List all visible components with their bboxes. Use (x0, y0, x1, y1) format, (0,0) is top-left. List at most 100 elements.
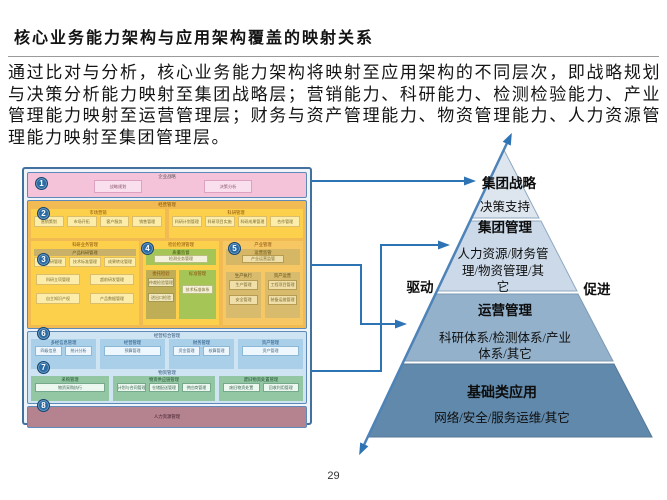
capability-box: 物资采购执行 (35, 383, 105, 392)
pyramid-tier2 (436, 220, 578, 292)
testing-column: 检验检测管理 质量监督 检测业务管理 委托检验 仲裁检验管理 进出口检验 标准管… (143, 241, 219, 325)
capability-box: 科研立项管理 (36, 274, 80, 285)
panel-title: 废旧物资处置管理 (243, 377, 279, 382)
connector-operations-arrow (311, 264, 407, 329)
subpanel-title: 资产运营 (273, 273, 292, 278)
box-row: 营销策划 市场开拓 客户服务 销售管理 (34, 216, 162, 227)
tier4-title: 基础类应用 (467, 384, 537, 401)
capability-box: 产品科研管理 (34, 257, 66, 267)
number-badge-2: 2 (37, 207, 50, 220)
capability-box: 进出口检验 (148, 293, 174, 302)
tier2-sub-line: 它 (497, 279, 510, 294)
box-row: 四级信息 统计分析 (35, 346, 92, 356)
number-badge-5: 5 (228, 242, 241, 255)
tier1-title: 集团战略 (481, 175, 536, 191)
title-divider (8, 56, 659, 57)
hr-band: 人力资源管理 (27, 406, 307, 428)
tier2-sub-line: 人力资源/财务管 (458, 246, 549, 261)
capability-box: 市场开拓 (66, 216, 97, 227)
column-title: 产业管理 (254, 242, 272, 247)
tier1-sub: 决策支持 (480, 199, 530, 214)
box-row: 废旧物资处置 回收利用管理 (223, 383, 299, 392)
strategy-band: 企业战略 战略规划 决策分析 (27, 172, 307, 198)
capability-box: 销售管理 (132, 216, 162, 227)
connector-group-mgmt-arrow (311, 240, 450, 372)
capability-box: 成果转化管理 (104, 257, 136, 267)
pyramid-tier1 (471, 148, 540, 219)
capability-box: 供应商管理 (181, 383, 211, 392)
capability-box: 技术标准管理 (69, 257, 101, 267)
capability-box: 四级信息 (35, 346, 62, 356)
panel-title: 经营管理 (123, 340, 142, 345)
industry-column: 产业管理 运营监管 产业运营监管 生产执行 生产管理 安全管理 资产运营 (223, 241, 303, 325)
number-badge-8: 8 (37, 399, 50, 412)
body-paragraph: 通过比对与分析，核心业务能力架构将映射至应用架构的不同层次，即战略规划与决策分析… (8, 63, 661, 147)
quality-subpanel: 质量监督 检测业务管理 (146, 249, 216, 265)
capability-box: 合作管理 (270, 216, 300, 227)
tier3-sub-line: 科研体系/检测体系/产业 (439, 330, 571, 345)
panel-title: 采购管理 (61, 377, 79, 382)
box-row: 预算管理 (104, 346, 161, 356)
tier3-title: 运营管理 (478, 302, 532, 318)
operations-subheader: 运营监管 产业运营监管 (226, 249, 300, 265)
subpanel-title: 质量监督 (172, 250, 190, 255)
capability-box: 回收利用管理 (262, 383, 299, 392)
strategy-box: 决策分析 (204, 180, 252, 193)
panel-title: 财务管理 (192, 340, 211, 345)
marketing-research-row: 市场营销 营销策划 市场开拓 客户服务 销售管理 科研管理 科研计划管理 科研项… (31, 209, 303, 238)
number-badge-6: 6 (37, 327, 50, 340)
capability-box: 统计分析 (65, 346, 92, 356)
capability-box: 客户服务 (99, 216, 130, 227)
slide-title: 核心业务能力架构与应用架构覆盖的映射关系 (14, 30, 375, 47)
panel-title: 物资供应链管理 (148, 377, 180, 382)
business-band: 经营管理 市场营销 营销策划 市场开拓 客户服务 销售管理 科研管理 科研计划管… (27, 200, 307, 329)
capability-box: 检测业务管理 (154, 255, 208, 263)
capability-box: 科研成果管理 (237, 216, 268, 227)
box-row: 资金管理 核算管理 (173, 346, 230, 356)
capability-box: 仓储配送管理 (149, 383, 179, 392)
capability-box: 产业运营监管 (242, 255, 284, 263)
box-row: 计划与合同管理 仓储配送管理 供应商管理 (117, 383, 211, 392)
box-row: 资产管理 (242, 346, 299, 356)
subpanel-title: 委托检验 (152, 271, 170, 276)
standards-subpanel: 标准管理 技术标准体系 (179, 270, 216, 319)
tier2-title: 集团管理 (477, 219, 532, 235)
capability-box: 工程项目管理 (268, 280, 297, 290)
capability-box: 计划与合同管理 (117, 383, 147, 392)
tier2-sub-line: 理/物资管理/其 (462, 263, 544, 278)
asset-operation-subpanel: 资产运营 工程项目管理 装备运维管理 (265, 272, 300, 318)
capability-box: 装备运维管理 (268, 295, 297, 305)
management-band-title: 经营综合管理 (153, 333, 181, 338)
drive-promote-arrow (359, 132, 512, 456)
capability-box: 科研计划管理 (172, 216, 202, 227)
drive-label: 驱动 (407, 279, 434, 295)
subpanel-title: 生产执行 (234, 273, 253, 278)
industry-split: 生产执行 生产管理 安全管理 资产运营 工程项目管理 装备运维管理 (226, 272, 300, 318)
management-row: 多经信息管理 四级信息 统计分析 经营管理 预算管理 财务管理 资金管理 (31, 339, 303, 369)
capability-box: 废旧物资处置 (223, 383, 260, 392)
materials-row: 采购管理 物资采购执行 物资供应链管理 计划与合同管理 仓储配送管理 供应商管理… (31, 376, 303, 401)
production-subpanel: 生产执行 生产管理 安全管理 (226, 272, 261, 318)
column-title: 科研业务管理 (72, 242, 98, 247)
inspection-subpanel: 委托检验 仲裁检验管理 进出口检验 (146, 270, 176, 319)
capability-box: 技术标准体系 (182, 285, 213, 294)
page-number: 29 (327, 470, 340, 482)
finance-panel: 财务管理 资金管理 核算管理 (169, 339, 234, 369)
capability-box: 资产管理 (242, 346, 299, 356)
materials-row-title: 物资管理 (158, 370, 176, 375)
strategy-band-title: 企业战略 (158, 174, 176, 179)
box-row: 物资采购执行 (35, 383, 105, 392)
capability-box: 科研项目实施 (204, 216, 235, 227)
box-row: 科研计划管理 科研项目实施 科研成果管理 合作管理 (172, 216, 300, 227)
tier3-sub-line: 体系/其它 (478, 346, 531, 361)
capability-box: 仲裁检验管理 (148, 278, 174, 287)
panel-title: 资产管理 (261, 340, 280, 345)
panel-title: 科研管理 (227, 210, 245, 215)
management-band: 经营综合管理 多经信息管理 四级信息 统计分析 经营管理 预算管理 财务管理 (27, 331, 307, 404)
research-column: 科研业务管理 产品科研管理 产品科研管理 技术标准管理 成果转化管理 科研立项管… (31, 241, 139, 325)
capability-architecture-map: 企业战略 战略规划 决策分析 经营管理 市场营销 营销策划 市场开拓 客户服务 … (22, 167, 312, 428)
strategy-box: 战略规划 (94, 180, 142, 193)
capability-box: 产品数据管理 (90, 293, 134, 304)
pyramid-tier4 (367, 363, 653, 438)
